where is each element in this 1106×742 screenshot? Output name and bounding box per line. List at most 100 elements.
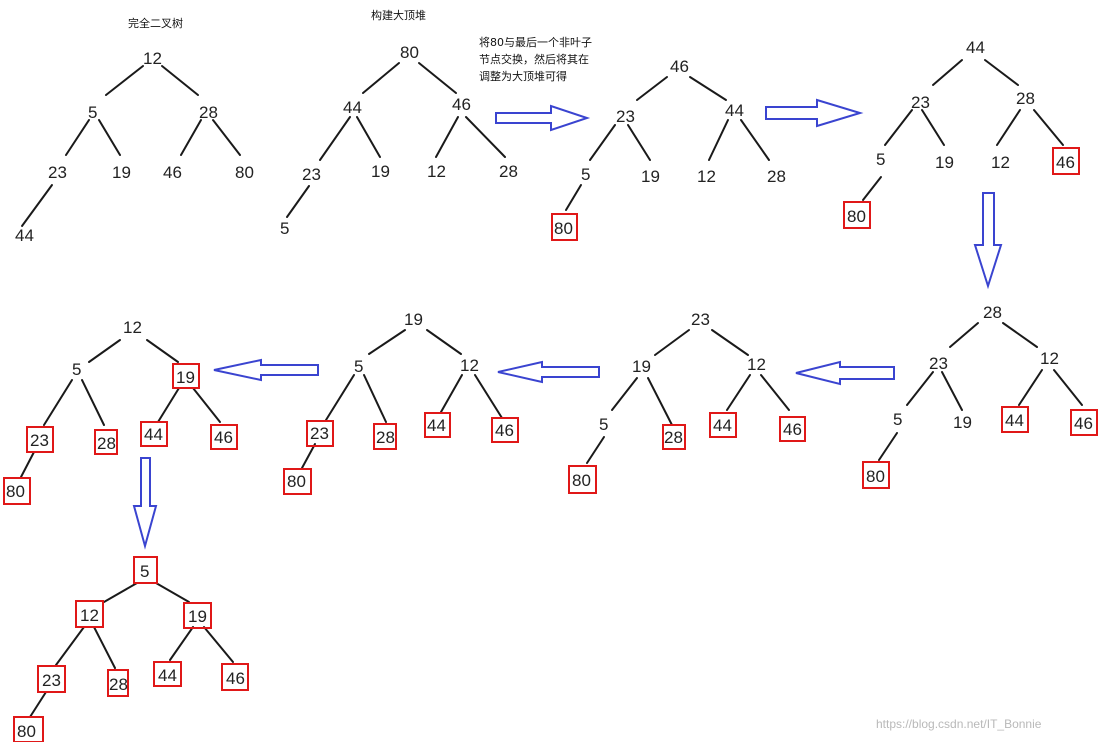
tree-node: 46 xyxy=(1056,153,1075,172)
tree-node: 19 xyxy=(371,162,390,181)
tree-node: 44 xyxy=(713,416,732,435)
edge xyxy=(726,374,751,411)
tree-node: 44 xyxy=(966,38,985,57)
tree-node: 46 xyxy=(214,428,233,447)
tree-node: 23 xyxy=(48,163,67,182)
tree-node: 19 xyxy=(935,153,954,172)
tree-node: 5 xyxy=(876,150,885,169)
edge xyxy=(636,76,668,101)
sorted-marker xyxy=(424,412,451,438)
tree-node: 80 xyxy=(847,207,866,226)
edge xyxy=(589,124,616,161)
sorted-marker xyxy=(94,429,118,455)
sorted-marker xyxy=(662,424,686,450)
sorted-marker xyxy=(210,424,238,450)
sorted-marker xyxy=(153,661,182,687)
edge xyxy=(465,116,506,158)
edge xyxy=(654,329,690,356)
edge xyxy=(81,379,105,426)
arrow-left-icon xyxy=(213,358,319,382)
tree-4: 44 23 28 5 19 12 46 80 xyxy=(843,38,1080,229)
sorted-marker xyxy=(1052,147,1080,175)
caption-complete-tree: 完全二叉树 xyxy=(128,16,183,30)
sorted-marker xyxy=(140,421,168,447)
tree-node: 23 xyxy=(30,431,49,450)
tree-node: 5 xyxy=(88,103,97,122)
edge xyxy=(435,116,459,158)
arrow-right-icon xyxy=(765,98,864,128)
tree-node: 80 xyxy=(572,471,591,490)
tree-node: 44 xyxy=(144,425,163,444)
tree-node: 23 xyxy=(310,424,329,443)
tree-node: 12 xyxy=(427,162,446,181)
edge xyxy=(586,436,605,464)
sorted-marker xyxy=(709,412,737,438)
arrow-down-icon xyxy=(132,457,158,550)
arrow-left-icon xyxy=(795,360,895,386)
tree-node: 19 xyxy=(953,413,972,432)
arrow-right-icon xyxy=(495,104,591,132)
edge xyxy=(862,176,882,201)
tree-node: 44 xyxy=(427,416,446,435)
edge xyxy=(93,626,116,669)
edge xyxy=(286,185,310,218)
sorted-marker xyxy=(37,665,66,693)
sorted-marker xyxy=(183,602,212,629)
edge xyxy=(105,65,144,96)
edge xyxy=(1033,109,1064,146)
edge xyxy=(319,116,351,161)
tree-node: 28 xyxy=(376,428,395,447)
edge xyxy=(98,119,121,156)
arrow-left-icon xyxy=(497,360,600,384)
tree-node: 46 xyxy=(783,420,802,439)
tree-node: 28 xyxy=(664,428,683,447)
tree-node: 12 xyxy=(460,356,479,375)
tree-node: 80 xyxy=(6,482,25,501)
edge xyxy=(611,377,638,411)
caption-swap-note-2: 节点交换，然后将其在 xyxy=(479,52,589,66)
edge xyxy=(996,109,1021,146)
edge xyxy=(155,582,190,603)
edge xyxy=(203,626,234,663)
edge xyxy=(884,109,913,146)
tree-3: 46 23 44 5 19 12 28 80 xyxy=(551,57,786,241)
tree-node: 80 xyxy=(866,467,885,486)
tree-node: 5 xyxy=(581,165,590,184)
sorted-marker xyxy=(1001,406,1029,433)
tree-node: 46 xyxy=(226,669,245,688)
tree-node: 80 xyxy=(554,219,573,238)
sorted-marker xyxy=(283,468,312,495)
tree-node: 28 xyxy=(767,167,786,186)
tree-9: 5 12 19 23 28 44 46 80 xyxy=(13,556,249,742)
tree-node: 44 xyxy=(1005,411,1024,430)
tree-node: 28 xyxy=(983,303,1002,322)
tree-node: 12 xyxy=(1040,349,1059,368)
tree-node: 46 xyxy=(670,57,689,76)
tree-2: 80 44 46 23 19 12 28 5 xyxy=(280,43,518,238)
tree-node: 28 xyxy=(1016,89,1035,108)
sorted-marker xyxy=(221,663,249,691)
edge xyxy=(356,116,381,158)
edge xyxy=(20,451,35,478)
tree-node: 44 xyxy=(343,98,362,117)
edge xyxy=(426,329,462,355)
edge xyxy=(146,339,179,363)
edge xyxy=(906,371,934,406)
tree-node: 5 xyxy=(354,357,363,376)
edge xyxy=(192,387,221,423)
tree-node: 80 xyxy=(235,163,254,182)
edge xyxy=(711,329,749,356)
edge xyxy=(949,322,979,348)
tree-node: 12 xyxy=(697,167,716,186)
edge xyxy=(878,432,898,461)
tree-node: 23 xyxy=(42,671,61,690)
edge xyxy=(708,119,729,161)
edge xyxy=(363,374,387,423)
tree-node: 44 xyxy=(15,226,34,245)
edge xyxy=(301,443,316,469)
tree-node: 23 xyxy=(616,107,635,126)
tree-node: 80 xyxy=(287,472,306,491)
caption-swap-note-1: 将80与最后一个非叶子 xyxy=(479,36,592,49)
edge xyxy=(55,626,85,666)
edge xyxy=(689,76,727,101)
